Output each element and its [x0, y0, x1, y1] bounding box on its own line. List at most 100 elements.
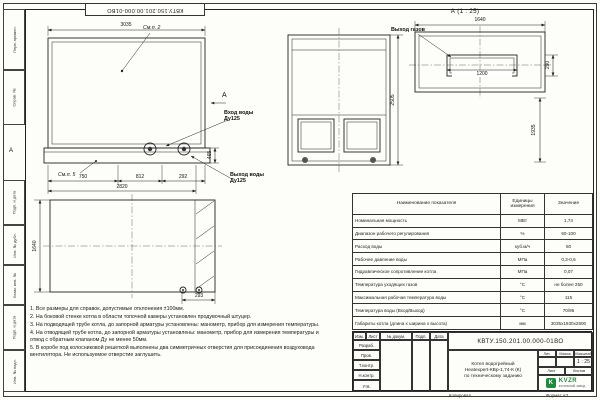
dim-465: 465: [207, 150, 213, 160]
tb-product-line1: Котел водогрейный: [471, 361, 515, 367]
spec-value: не более 250: [544, 277, 593, 292]
dim-1935: 1935: [531, 124, 537, 136]
dim-2505: 2505: [390, 94, 396, 106]
spec-value: 70/95: [544, 303, 593, 318]
spec-name: Диапазон рабочего регулирования: [352, 226, 501, 241]
frame-stamp-sprav-no: Справ. №: [3, 70, 25, 125]
tb-scale-label: Масштаб: [574, 350, 593, 357]
tb-signature-col-2: [412, 340, 430, 392]
frame-stamp-inv-podl: Инв. № подл.: [3, 350, 25, 392]
spec-table: Наименование показателя Единицы измерени…: [352, 193, 593, 330]
tb-row-tkontr: Т.контр.: [353, 360, 380, 370]
dim-2820: 2820: [116, 184, 128, 190]
format-mark: Формат А3: [545, 392, 569, 398]
kvzr-logo-text: KVZR: [558, 378, 578, 385]
section-arrow-label: А: [222, 92, 227, 99]
tb-signature-col-3: [430, 340, 448, 392]
dim-293: 293: [194, 292, 204, 299]
callout-see-note-5: См.п. 5: [58, 172, 76, 178]
middle-view-geometry: [287, 28, 546, 172]
spec-row: Диапазон рабочего регулирования%50-100: [352, 226, 593, 241]
spec-col-name: Наименование показателя: [352, 193, 501, 215]
dim-1640-plan: 1640: [32, 240, 38, 252]
zone-mark: А: [9, 148, 14, 154]
dim-3035: 3035: [120, 22, 132, 28]
kopiroval-mark: Копировал: [448, 392, 471, 398]
spec-value: 3035х1930х2600: [544, 316, 593, 330]
spec-units: °С: [500, 290, 545, 305]
frame-stamp-perv-primen: Перв. примен.: [3, 9, 25, 70]
water-inlet-text: Вход воды: [224, 110, 254, 116]
spec-name: Температура воды (Вход/Выход): [352, 303, 501, 318]
spec-value: 0,3-0,6: [544, 252, 593, 266]
spec-row: Габариты котла (длина х ширина х высота)…: [352, 316, 593, 330]
tb-col-podp: Подп.: [412, 332, 430, 340]
water-outlet-text: Выход воды: [230, 172, 264, 178]
tb-mass-value: [556, 357, 574, 367]
title-block: Изм. Лист № докум. Подп. Дата Разраб. Пр…: [352, 331, 593, 392]
water-outlet-label: Выход воды Ду125: [230, 172, 264, 184]
section-a-title: А (1 : 25): [450, 8, 480, 15]
spec-col-units: Единицы измерения: [500, 193, 545, 215]
note-2: 2. На боковой стенке котла в области топ…: [30, 314, 252, 321]
spec-value: 115: [544, 290, 593, 305]
tb-lit-label: Лит.: [538, 350, 556, 357]
tb-logo-cell: K KVZR котельный завод: [538, 375, 593, 392]
drawing-frame: [25, 9, 594, 392]
spec-name: Габариты котла (длина х ширина х высота): [352, 316, 501, 330]
tb-product-line3: по техническому заданию: [464, 374, 522, 380]
plan-view-geometry: [34, 194, 222, 304]
dim-1640-section: 1640: [474, 16, 486, 23]
tb-product-name: Котел водогрейный Heatexpert-КВр-1,74-К …: [448, 350, 538, 392]
spec-name: Номинальная мощность: [352, 213, 501, 228]
dim-750: 750: [78, 174, 88, 180]
spec-name: Температура уходящих газов: [352, 277, 501, 292]
note-1: 1. Все размеры для справок, допустимые о…: [30, 306, 185, 312]
frame-stamp-vzam-inv: Взам. инв. №: [3, 265, 25, 305]
spec-name: Максимальная рабочая температура воды: [352, 290, 501, 305]
spec-value: 0,07: [544, 264, 593, 279]
tb-col-data: Дата: [430, 332, 448, 340]
tb-row-razrab: Разраб.: [353, 340, 380, 350]
section-a-geometry: [409, 21, 558, 98]
spec-name: Расход воды: [352, 239, 501, 254]
tb-row-utv: Утв.: [353, 380, 380, 392]
spec-units: МПа: [500, 252, 545, 266]
note-5: 5. В коробе под колосниковой решеткой вы…: [30, 345, 315, 358]
spec-units: МПа: [500, 264, 545, 279]
tb-col-izm: Изм.: [353, 332, 366, 340]
spec-header-row: Наименование показателя Единицы измерени…: [352, 193, 593, 215]
kvzr-logo-subtext: котельный завод: [558, 383, 586, 388]
callout-see-note-2: См.п. 2: [143, 25, 161, 31]
tb-scale-value: 1 : 25: [574, 357, 593, 367]
spec-value: 60: [544, 239, 593, 254]
spec-units: МВт: [500, 213, 545, 228]
tb-row-nkontr: Н.контр.: [353, 370, 380, 380]
spec-units: мм: [500, 316, 545, 330]
spec-value: 1,74: [544, 213, 593, 228]
front-view-geometry: [43, 26, 233, 194]
spec-units: %: [500, 226, 545, 241]
tb-row-prov: Пров.: [353, 350, 380, 360]
dim-290: 290: [545, 60, 551, 70]
tb-product-line2: Heatexpert-КВр-1,74-К (К): [464, 367, 522, 373]
kvzr-logo: K KVZR котельный завод: [545, 378, 586, 389]
water-outlet-dn: Ду125: [230, 178, 246, 185]
kvzr-logo-icon: K: [545, 378, 556, 389]
spec-units: °С: [500, 303, 545, 318]
water-inlet-label: Вход воды Ду125: [224, 110, 253, 122]
spec-value: 50-100: [544, 226, 593, 241]
water-inlet-dn: Ду125: [224, 116, 240, 123]
tb-mass-label: Масса: [556, 350, 574, 357]
notes-block: 1. Все размеры для справок, допустимые о…: [30, 306, 322, 360]
note-3: 3. На подводящей трубе котла, до запорно…: [30, 322, 320, 329]
dim-292: 292: [178, 174, 188, 180]
tb-col-list: Лист: [366, 332, 380, 340]
